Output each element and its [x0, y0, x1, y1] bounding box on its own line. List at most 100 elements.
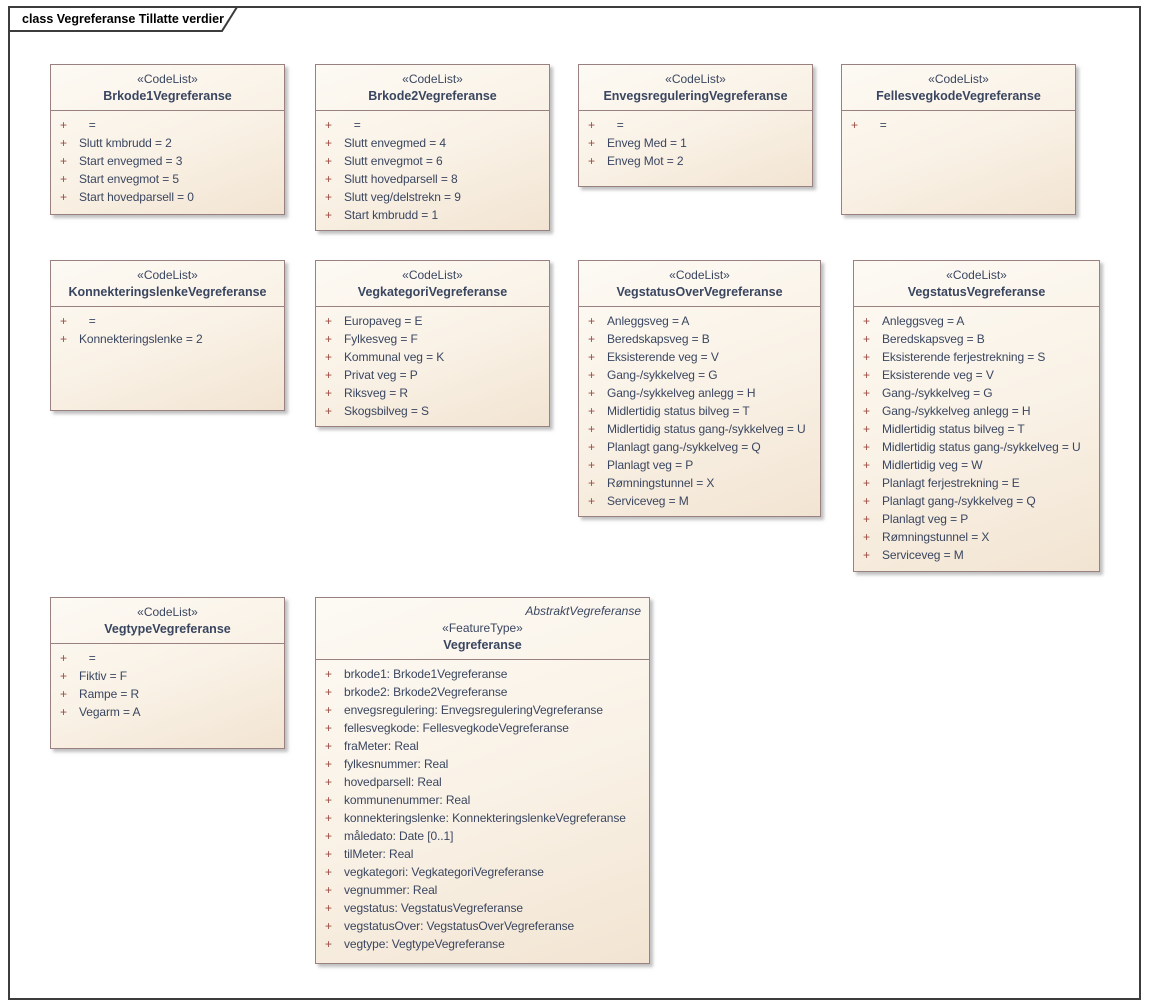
attribute-row: +vegtype: VegtypeVegreferanse — [325, 935, 647, 953]
attribute-row: + brkode1: Brkode1Vegreferanse — [325, 665, 647, 683]
attribute-text: Rømningstunnel = X — [882, 530, 990, 544]
attribute-row: +envegsregulering: EnvegsreguleringVegre… — [325, 701, 647, 719]
attribute-text: Anleggsveg = A — [607, 314, 690, 328]
class-box-vegkategorivegreferanse[interactable]: «CodeList» VegkategoriVegreferanse +Euro… — [315, 260, 550, 427]
class-box-envegsreguleringvegreferanse[interactable]: «CodeList» EnvegsreguleringVegreferanse … — [578, 64, 813, 187]
visibility-plus: + — [851, 118, 858, 132]
class-header: AbstraktVegreferanse «FeatureType» Vegre… — [316, 598, 649, 660]
class-name: VegkategoriVegreferanse — [357, 285, 508, 299]
visibility-plus: + — [60, 705, 67, 719]
class-box-vegtypevegreferanse[interactable]: «CodeList» VegtypeVegreferanse + =+Fikti… — [50, 597, 285, 749]
attribute-row: +Enveg Med = 1 — [588, 134, 810, 152]
visibility-plus: + — [588, 476, 595, 490]
attribute-text: = — [344, 118, 361, 132]
attribute-text: = — [607, 118, 624, 132]
attribute-row: +Europaveg = E — [325, 312, 547, 330]
visibility-plus: + — [60, 314, 67, 328]
attribute-text: Planlagt veg = P — [882, 512, 969, 526]
visibility-plus: + — [325, 154, 332, 168]
class-header: «CodeList» Brkode2Vegreferanse — [316, 65, 549, 111]
attribute-text: konnekteringslenke: KonnekteringslenkeVe… — [344, 811, 626, 825]
attribute-text: = — [79, 118, 96, 132]
attribute-text: Riksveg = R — [344, 386, 408, 400]
attribute-text: hovedparsell: Real — [344, 775, 442, 789]
visibility-plus: + — [325, 901, 332, 915]
class-box-vegstatusovervegreferanse[interactable]: «CodeList» VegstatusOverVegreferanse +An… — [578, 260, 821, 517]
class-header: «CodeList» VegtypeVegreferanse — [51, 598, 284, 644]
attribute-text: Slutt veg/delstrekn = 9 — [344, 190, 461, 204]
visibility-plus: + — [588, 314, 595, 328]
class-box-brkode1vegreferanse[interactable]: «CodeList» Brkode1Vegreferanse + =+Slutt… — [50, 64, 285, 215]
visibility-plus: + — [863, 350, 870, 364]
attribute-row: +Gang-/sykkelveg = G — [863, 384, 1097, 402]
class-box-brkode2vegreferanse[interactable]: «CodeList» Brkode2Vegreferanse + = + Slutt… — [315, 64, 550, 231]
attribute-text: Eksisterende ferjestrekning = S — [882, 350, 1046, 364]
attribute-text: brkode1: Brkode1Vegreferanse — [344, 667, 508, 681]
attribute-text: Slutt envegmed = 4 — [344, 136, 446, 150]
attribute-row: +Midlertidig veg = W — [863, 456, 1097, 474]
visibility-plus: + — [863, 548, 870, 562]
attribute-list: + =+Fiktiv = F+Rampe = R+Vegarm = A — [51, 644, 284, 725]
attribute-row: +Rampe = R — [60, 685, 282, 703]
attribute-row: +Fylkesveg = F — [325, 330, 547, 348]
visibility-plus: + — [325, 667, 332, 681]
attribute-row: +Beredskapsveg = B — [588, 330, 818, 348]
attribute-list: + =+Slutt envegmed = 4+Slutt envegmot = … — [316, 111, 549, 228]
attribute-row: +Fiktiv = F — [60, 667, 282, 685]
attribute-row: +Beredskapsveg = B — [863, 330, 1097, 348]
visibility-plus: + — [588, 154, 595, 168]
attribute-text: måledato: Date [0..1] — [344, 829, 454, 843]
visibility-plus: + — [325, 811, 332, 825]
class-box-vegstatusvegreferanse[interactable]: «CodeList» VegstatusVegreferanse + Anlegg… — [853, 260, 1100, 572]
attribute-row: +Planlagt ferjestrekning = E — [863, 474, 1097, 492]
visibility-plus: + — [60, 332, 67, 346]
class-box-fellesvegkodevegreferanse[interactable]: «CodeList» FellesvegkodeVegreferanse + = — [841, 64, 1076, 215]
attribute-text: vegnummer: Real — [344, 883, 438, 897]
attribute-list: + =+Slutt kmbrudd = 2+Start envegmed = 3… — [51, 111, 284, 210]
diagram-tab[interactable]: class Vegreferanse Tillatte verdier — [22, 12, 224, 26]
class-name: Vegreferanse — [443, 638, 522, 652]
class-header: «CodeList» EnvegsreguleringVegreferanse — [579, 65, 812, 111]
attribute-row: +Planlagt veg = P — [588, 456, 818, 474]
visibility-plus: + — [60, 190, 67, 204]
visibility-plus: + — [60, 669, 67, 683]
attribute-row: +hovedparsell: Real — [325, 773, 647, 791]
class-header: «CodeList» VegstatusVegreferanse — [854, 261, 1099, 307]
attribute-text: fraMeter: Real — [344, 739, 419, 753]
attribute-row: +Planlagt veg = P — [863, 510, 1097, 528]
class-box-konnekteringslenkevegreferanse[interactable]: «CodeList» KonnekteringslenkeVegreferans… — [50, 260, 285, 411]
attribute-row: +Enveg Mot = 2 — [588, 152, 810, 170]
visibility-plus: + — [863, 314, 870, 328]
attribute-text: envegsregulering: EnvegsreguleringVegref… — [344, 703, 603, 717]
visibility-plus: + — [60, 172, 67, 186]
attribute-text: fylkesnummer: Real — [344, 757, 449, 771]
visibility-plus: + — [588, 332, 595, 346]
attribute-list: + =+Konnekteringslenke = 2 — [51, 307, 284, 352]
class-header: «CodeList» FellesvegkodeVegreferanse — [842, 65, 1075, 111]
abstract-parent-label: AbstraktVegreferanse — [525, 604, 641, 618]
class-header: «CodeList» Brkode1Vegreferanse — [51, 65, 284, 111]
attribute-row: + = — [60, 116, 282, 134]
attribute-row: + = — [851, 116, 1073, 134]
visibility-plus: + — [325, 208, 332, 222]
attribute-text: Vegarm = A — [79, 705, 141, 719]
attribute-text: Gang-/sykkelveg anlegg = H — [882, 404, 1031, 418]
attribute-row: +vegkategori: VegkategoriVegreferanse — [325, 863, 647, 881]
visibility-plus: + — [325, 883, 332, 897]
class-name: EnvegsreguleringVegreferanse — [603, 89, 788, 103]
class-name: KonnekteringslenkeVegreferanse — [68, 285, 267, 299]
attribute-text: Anleggsveg = A — [882, 314, 965, 328]
attribute-text: Planlagt ferjestrekning = E — [882, 476, 1020, 490]
attribute-row: +fraMeter: Real — [325, 737, 647, 755]
attribute-row: +Start kmbrudd = 1 — [325, 206, 547, 224]
visibility-plus: + — [588, 404, 595, 418]
class-box-vegreferanse[interactable]: AbstraktVegreferanse «FeatureType» Vegre… — [315, 597, 650, 964]
attribute-row: +Rømningstunnel = X — [863, 528, 1097, 546]
attribute-text: Slutt hovedparsell = 8 — [344, 172, 458, 186]
visibility-plus: + — [863, 332, 870, 346]
attribute-row: +Midlertidig status bilveg = T — [863, 420, 1097, 438]
class-name: VegtypeVegreferanse — [104, 622, 231, 636]
visibility-plus: + — [325, 314, 332, 328]
visibility-plus: + — [863, 494, 870, 508]
visibility-plus: + — [325, 350, 332, 364]
